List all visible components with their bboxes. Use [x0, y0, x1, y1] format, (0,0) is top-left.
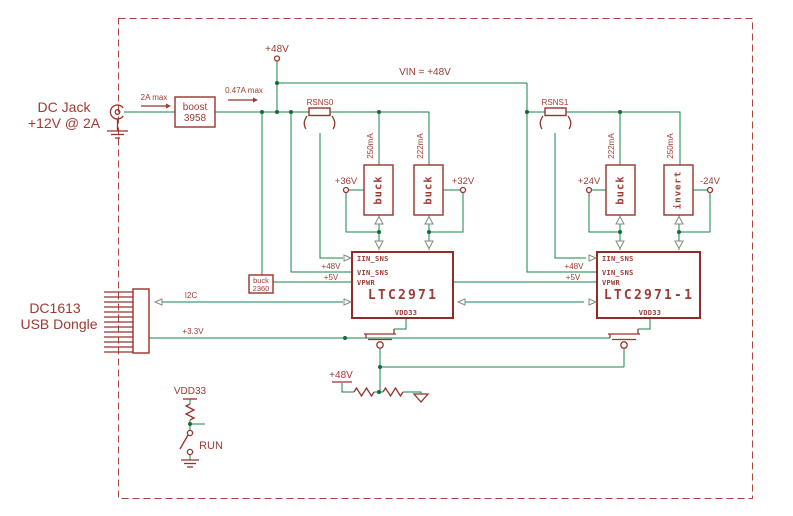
- run-pullup-resistor: [184, 403, 196, 421]
- p32-terminal: [459, 186, 467, 194]
- output-current-label: 0.47A max: [225, 86, 263, 95]
- chip1-block: [351, 251, 454, 319]
- run-vdd33-label: VDD33: [174, 386, 207, 397]
- chip2-name: LTC2971-1: [604, 288, 694, 303]
- n24-terminal: [706, 186, 714, 194]
- chip2-pin-vdd: VDD33: [639, 309, 662, 317]
- p32-label: +32V: [452, 176, 475, 187]
- run-ground-icon: [181, 459, 199, 468]
- rsns0-resistor: [303, 107, 336, 130]
- chip2-pin-iin: IIN_SNS: [602, 255, 634, 263]
- chip2-pin-vpwr: VPWR: [602, 279, 621, 287]
- rsns0-label: RSNS0: [307, 98, 334, 107]
- buck2-label: buck: [423, 175, 435, 204]
- p48-terminal-label: +48V: [265, 44, 289, 55]
- buck3-block: [605, 164, 636, 216]
- p24-label: +24V: [578, 176, 601, 187]
- dc-jack-label-line1: DC Jack: [38, 99, 92, 115]
- divider-resistor1: [353, 386, 375, 398]
- n24-label: -24V: [700, 176, 721, 187]
- buck1-block: [363, 164, 394, 216]
- dc-jack-icon: [107, 104, 128, 139]
- mosfet2-icon: [608, 329, 640, 349]
- chip1-name: LTC2971: [368, 288, 438, 303]
- input-current-label: 2A max: [141, 93, 168, 102]
- invert-label: invert: [673, 171, 684, 210]
- buck2360-label-line2: 2360: [253, 284, 270, 293]
- board-boundary: [118, 18, 753, 499]
- output-current-arrow-icon: [228, 97, 258, 103]
- chip2-pin-vin: VIN_SNS: [602, 269, 634, 277]
- buck2-block: [413, 164, 444, 216]
- boost-block: [174, 96, 216, 128]
- chip1-pin-iin: IIN_SNS: [357, 255, 389, 263]
- chip1-pin-vdd: VDD33: [395, 309, 418, 317]
- rsns1-label: RSNS1: [542, 98, 569, 107]
- invert-block: [663, 164, 694, 216]
- buck1-label: buck: [373, 175, 385, 204]
- chip1-pin-vin: VIN_SNS: [357, 269, 389, 277]
- p33-net-label: +3.3V: [182, 327, 204, 336]
- p24-terminal: [585, 186, 593, 194]
- p36-terminal: [342, 186, 350, 194]
- ground-icon: [107, 130, 128, 139]
- boost-label-line1: boost: [183, 102, 208, 113]
- junction-dots: [188, 81, 681, 426]
- p36-label: +36V: [335, 176, 358, 187]
- vin-net-label: VIN = +48V: [399, 67, 451, 78]
- rsns1-resistor: [539, 107, 572, 130]
- buck2360-label-line1: buck: [253, 276, 269, 285]
- dc-jack-label-line2: +12V @ 2A: [28, 115, 101, 131]
- usb-label-line1: DC1613: [29, 300, 81, 316]
- branch2-current: 222mA: [416, 133, 425, 159]
- branch1-current: 250mA: [366, 133, 375, 159]
- divider-resistor2: [382, 386, 404, 398]
- buck2360-block: [248, 274, 274, 294]
- boost-label-line2: 3958: [184, 113, 207, 124]
- chip2-net-p48: +48V: [565, 262, 585, 271]
- p48-terminal: [273, 55, 281, 62]
- chip2-block: [596, 251, 701, 319]
- mosfet1-icon: [364, 329, 396, 349]
- divider-p48-label: +48V: [329, 370, 353, 381]
- signal-arrow-icons: [153, 215, 684, 306]
- buck3-label: buck: [615, 175, 627, 204]
- divider-ground-icon: [412, 393, 430, 403]
- chip1-net-p48: +48V: [322, 262, 342, 271]
- branch3-current: 222mA: [607, 133, 616, 159]
- chip1-net-p5: +5V: [324, 273, 339, 282]
- branch4-current: 250mA: [666, 133, 675, 159]
- run-label: RUN: [199, 440, 223, 452]
- chip1-pin-vpwr: VPWR: [357, 279, 376, 287]
- run-switch-icon: [179, 429, 194, 456]
- input-current-arrow-icon: [141, 103, 171, 109]
- chip2-net-p5: +5V: [566, 273, 581, 282]
- i2c-net-label: I2C: [185, 291, 198, 300]
- usb-label-line2: USB Dongle: [20, 316, 97, 332]
- usb-dongle-connector: [104, 288, 150, 354]
